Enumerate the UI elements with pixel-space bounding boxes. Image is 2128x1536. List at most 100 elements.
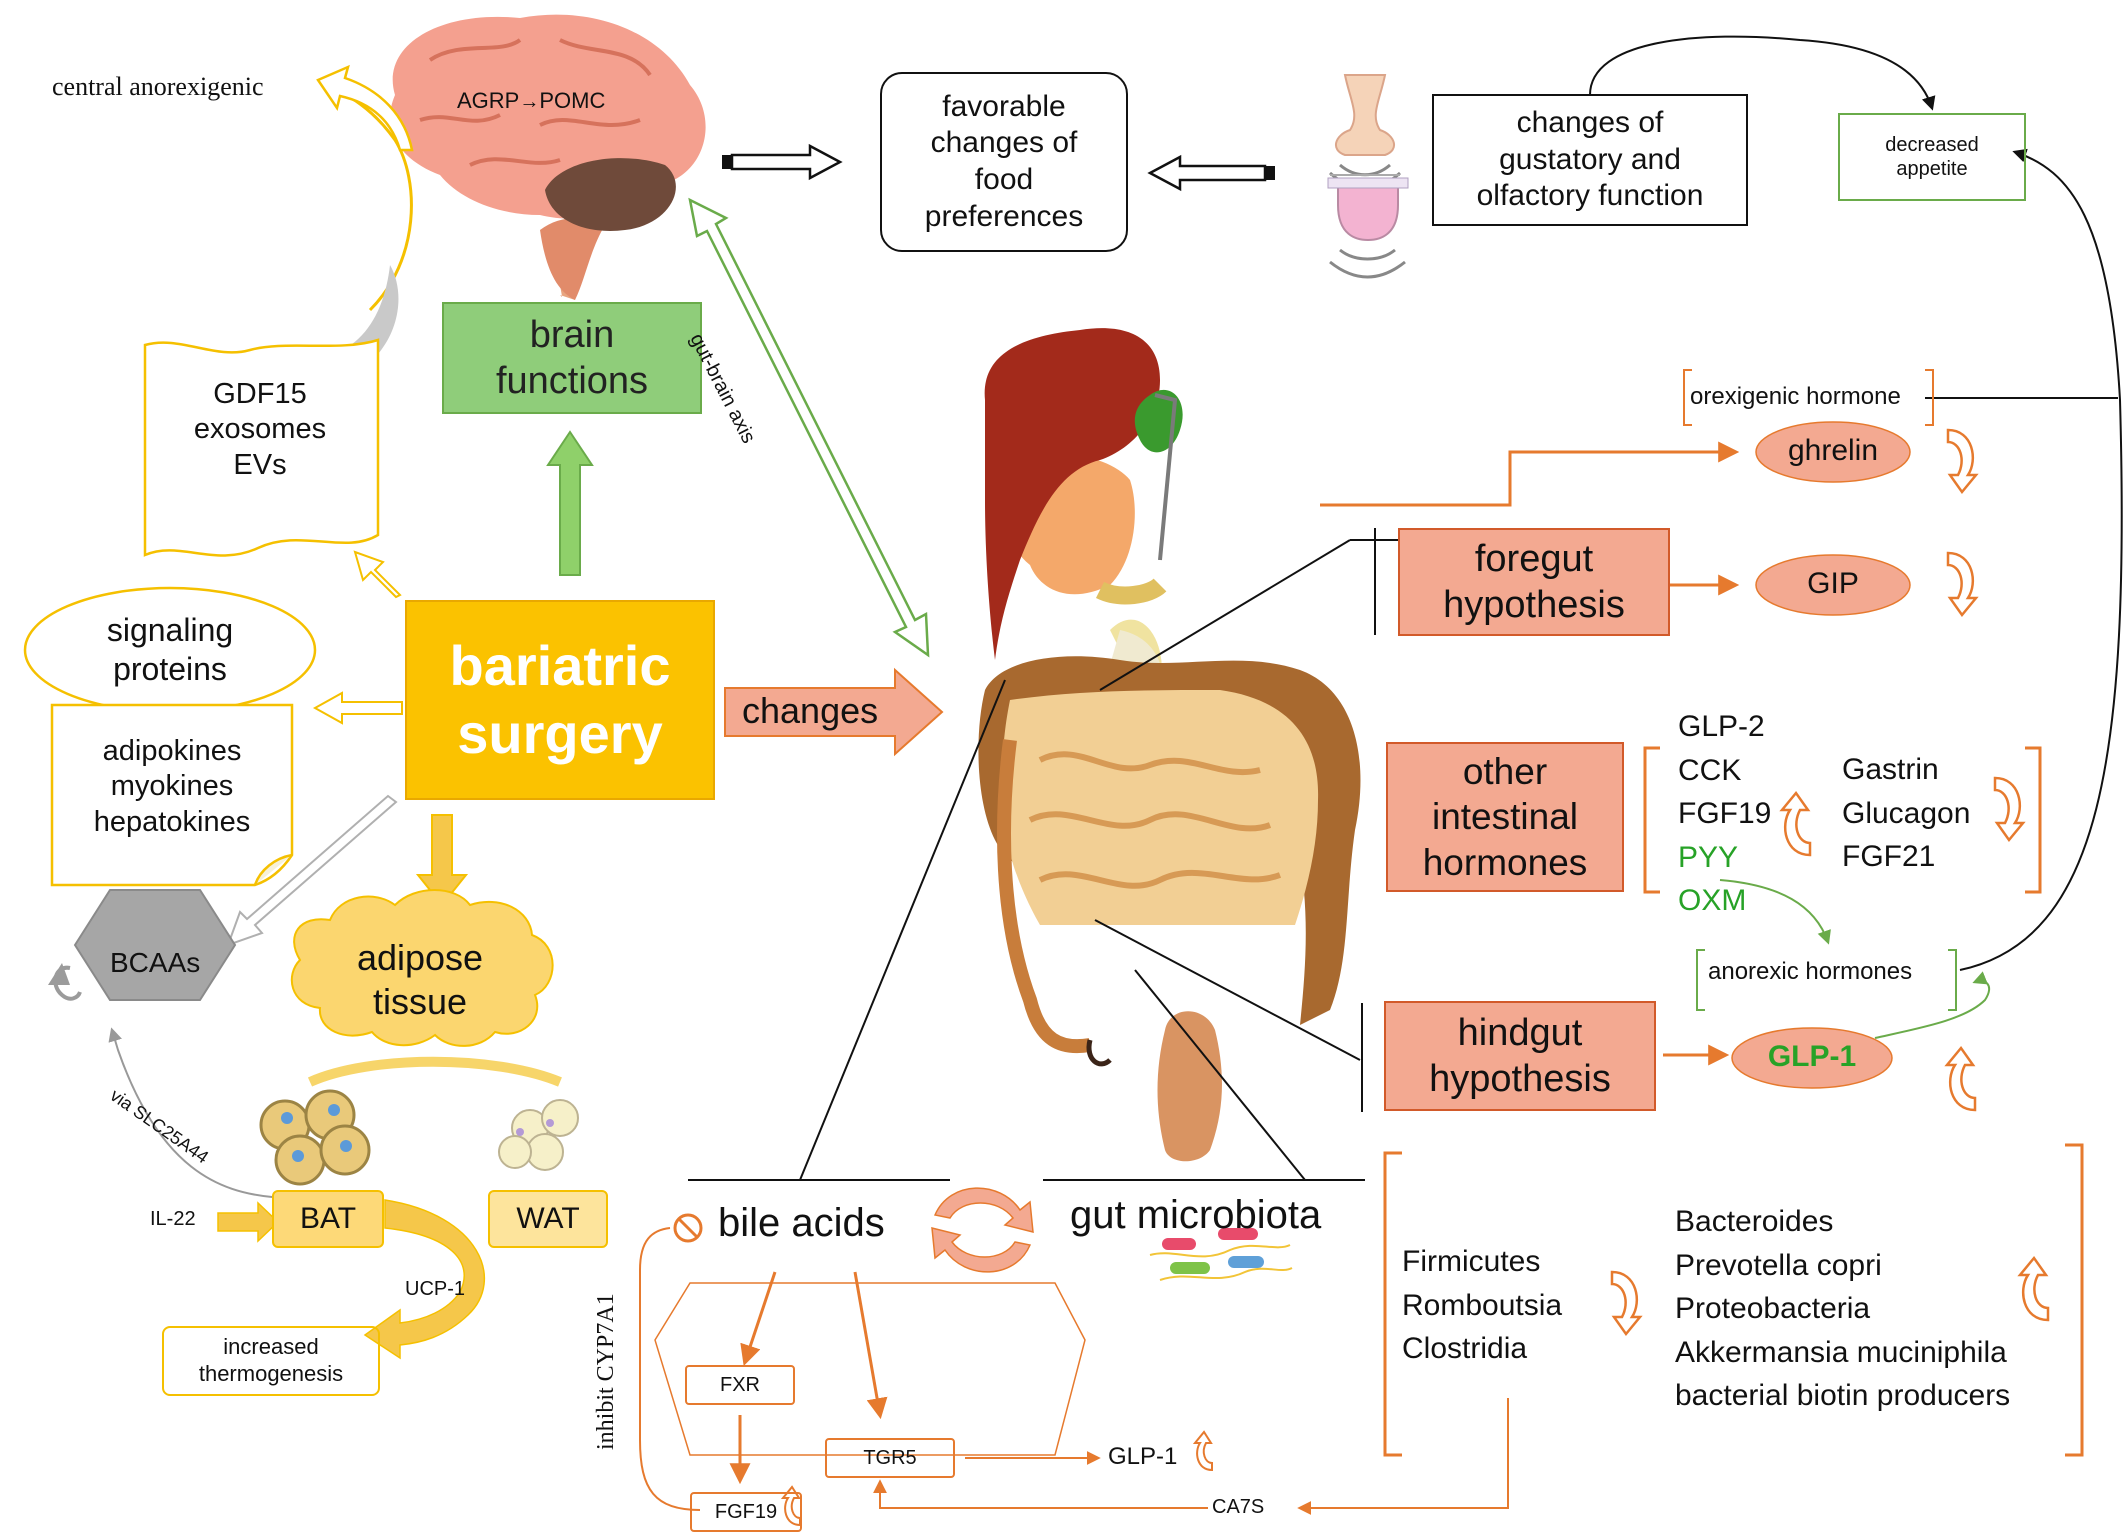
food-pref-line: favorable <box>942 89 1066 123</box>
hormone-item: FGF21 <box>1842 840 1936 873</box>
bariatric-line: bariatric <box>449 633 671 697</box>
appetite-line: decreased <box>1885 133 1979 156</box>
bacteria-item: Romboutsia <box>1402 1288 1563 1322</box>
other-hormones-line: other <box>1462 751 1548 793</box>
ghrelin-down-arrow <box>1946 428 1979 495</box>
bile-to-tgr5-arrow <box>853 1271 888 1420</box>
glp1-small-up-arrow <box>1192 1430 1213 1472</box>
signaling-proteins-text: signaling proteins <box>40 600 300 700</box>
to-bcaas-arrow <box>226 794 398 947</box>
hormone-item: GLP-2 <box>1678 710 1765 743</box>
hindgut-pointer-line <box>1094 919 1361 1061</box>
hormone-item: Glucagon <box>1842 796 1971 830</box>
bacteria-item: Akkermansia muciniphila <box>1675 1335 2007 1369</box>
decreased-appetite-box: decreased appetite <box>1838 113 2026 201</box>
gustatory-box: changes of gustatory and olfactory funct… <box>1432 94 1748 226</box>
bacteria-item: Prevotella copri <box>1675 1248 1882 1282</box>
il22-label: IL-22 <box>150 1208 196 1230</box>
bacteria-item: Clostridia <box>1402 1332 1528 1365</box>
appetite-line: appetite <box>1896 158 1968 180</box>
changes-arrow-shape <box>724 667 944 757</box>
bacteria-item: Proteobacteria <box>1675 1292 1871 1325</box>
agrp-text: AGRP <box>457 88 520 113</box>
foregut-line: hypothesis <box>1443 584 1625 626</box>
hormones-up-arrow <box>1779 790 1812 857</box>
hormone-item: Gastrin <box>1842 753 1939 786</box>
gut-brain-double-arrow <box>688 197 930 658</box>
gustatory-line: olfactory function <box>1476 179 1704 213</box>
anorexic-bracket <box>1696 949 1957 1011</box>
hormones-down-list: Gastrin Glucagon FGF21 <box>1842 748 1970 879</box>
hormone-item-green: PYY <box>1678 840 1739 874</box>
tgr5-label: TGR5 <box>863 1446 917 1469</box>
gustatory-to-appetite-arrow <box>1589 35 1936 111</box>
gip-ellipse <box>1755 554 1911 616</box>
adipose-tissue-text: adipose tissue <box>320 930 520 1030</box>
pomc-text: POMC <box>539 88 606 113</box>
ghrelin-label: ghrelin <box>1787 434 1879 467</box>
brain-functions-line: brain <box>529 313 615 356</box>
other-hormones-line: hormones <box>1422 841 1588 883</box>
gip-label: GIP <box>1807 567 1859 600</box>
thermogenesis-box: increased thermogenesis <box>162 1326 380 1396</box>
bacteria-item: bacterial biotin producers <box>1675 1379 2011 1412</box>
glp1-to-anorexic-arrow <box>1874 971 1991 1039</box>
bacteria-item: Bacteroides <box>1675 1205 1834 1238</box>
arrow-right-icon: → <box>519 91 540 113</box>
scroll-line: GDF15 <box>213 377 307 410</box>
bact-bracket-right <box>2065 1143 2084 1457</box>
foregut-pointer-line <box>1099 539 1351 691</box>
bact-bracket-left <box>1383 1151 1402 1457</box>
fxr-box: FXR <box>685 1365 795 1405</box>
other-hormones-box: other intestinal hormones <box>1386 742 1624 892</box>
glp1-label: GLP-1 <box>1767 1040 1857 1073</box>
changes-label: changes <box>742 690 879 731</box>
gustatory-line: changes of <box>1516 106 1664 140</box>
bariatric-line: surgery <box>457 702 663 765</box>
bacteroides-up-arrow <box>2017 1255 2050 1322</box>
anorexic-hormones-label: anorexic hormones <box>1708 958 1913 985</box>
orexigenic-bracket <box>1683 369 1934 426</box>
adipose-curve <box>307 1056 562 1087</box>
gustatory-line: gustatory and <box>1499 142 1681 176</box>
glp1-small-label: GLP-1 <box>1108 1443 1178 1470</box>
bariatric-surgery-box: bariatric surgery <box>405 600 715 800</box>
ucp1-label: UCP-1 <box>405 1278 466 1300</box>
hindgut-line: hypothesis <box>1429 1058 1611 1100</box>
adipose-line: adipose <box>356 937 484 979</box>
glp1-ellipse <box>1731 1027 1893 1089</box>
bcaas-label: BCAAs <box>110 947 201 978</box>
thermo-line: thermogenesis <box>198 1361 344 1386</box>
hormones-up-list: GLP-2 CCK FGF19 PYY OXM <box>1678 705 1771 923</box>
bcaas-cycle-head <box>48 963 70 985</box>
to-adipose-arrow <box>415 814 469 907</box>
wat-box: WAT <box>488 1190 608 1248</box>
wat-label: WAT <box>516 1201 580 1235</box>
ca7s-to-tgr5-arrow <box>873 1479 1208 1509</box>
glp1-up-arrow <box>1944 1045 1977 1112</box>
scroll-text: GDF15 exosomes EVs <box>170 360 350 500</box>
hindgut-hypothesis-box: hindgut hypothesis <box>1384 1001 1656 1111</box>
food-pref-line: preferences <box>924 199 1084 233</box>
signaling-line: proteins <box>113 651 227 687</box>
adipose-cloud <box>290 889 554 1047</box>
bile-to-fxr-arrow <box>740 1271 777 1366</box>
foregut-line: foregut <box>1474 537 1594 580</box>
fgf19-label: FGF19 <box>714 1500 778 1523</box>
hormone-item: CCK <box>1678 753 1742 787</box>
cycle-arrow-top <box>933 1187 1034 1233</box>
hormone-item-green: OXM <box>1678 884 1747 917</box>
slc-arrow <box>108 1027 273 1198</box>
scroll-line: EVs <box>233 448 287 481</box>
gut-microbiota-label: gut microbiota <box>1070 1193 1322 1237</box>
hindgut-line: hindgut <box>1457 1011 1583 1054</box>
food-pref-line: changes of <box>930 126 1078 160</box>
brain-functions-line: functions <box>495 360 649 402</box>
central-anorexigenic-label: central anorexigenic <box>52 72 264 101</box>
gustatory-to-preferences-arrow <box>1147 154 1275 192</box>
scroll-outline <box>143 338 380 557</box>
food-pref-line: food <box>974 163 1034 196</box>
to-scroll-arrow <box>353 550 402 599</box>
cycle-arrow-bottom <box>931 1227 1032 1273</box>
